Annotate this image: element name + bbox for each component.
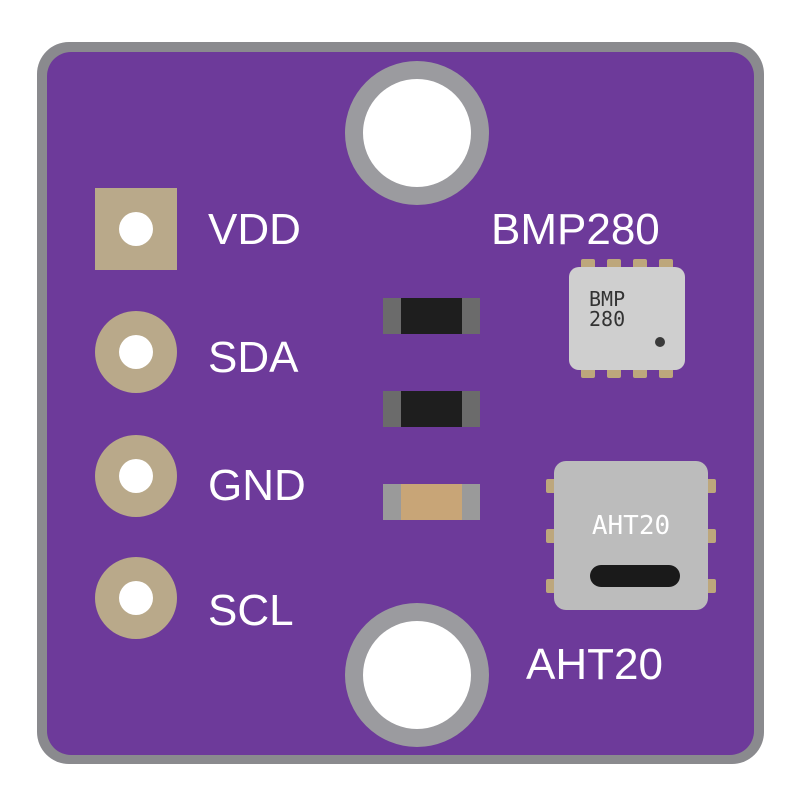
pin-label-vdd: VDD [208,205,301,254]
pin-pad-scl [95,557,177,639]
pin-pad-gnd [95,435,177,517]
resistor-2 [383,391,480,427]
bmp280-silkscreen-label: BMP280 [491,205,660,254]
pin-label-sda: SDA [208,333,299,382]
mounting-hole-top [345,61,489,205]
bmp280-chip: BMP 280 [567,259,687,378]
mounting-hole-bottom [345,603,489,747]
pin-pad-sda [95,311,177,393]
aht20-chip: AHT20 [546,461,716,610]
pin-label-gnd: GND [208,461,306,510]
resistor-1 [383,298,480,334]
pin-label-scl: SCL [208,586,294,635]
sensor-opening [590,565,680,587]
aht20-silkscreen-label: AHT20 [526,640,663,689]
aht20-chip-marking: AHT20 [591,511,671,541]
capacitor [383,484,480,520]
pin-pad-vdd [95,188,177,270]
pin1-dot [655,337,665,347]
bmp280-chip-marking: BMP 280 [589,287,626,331]
